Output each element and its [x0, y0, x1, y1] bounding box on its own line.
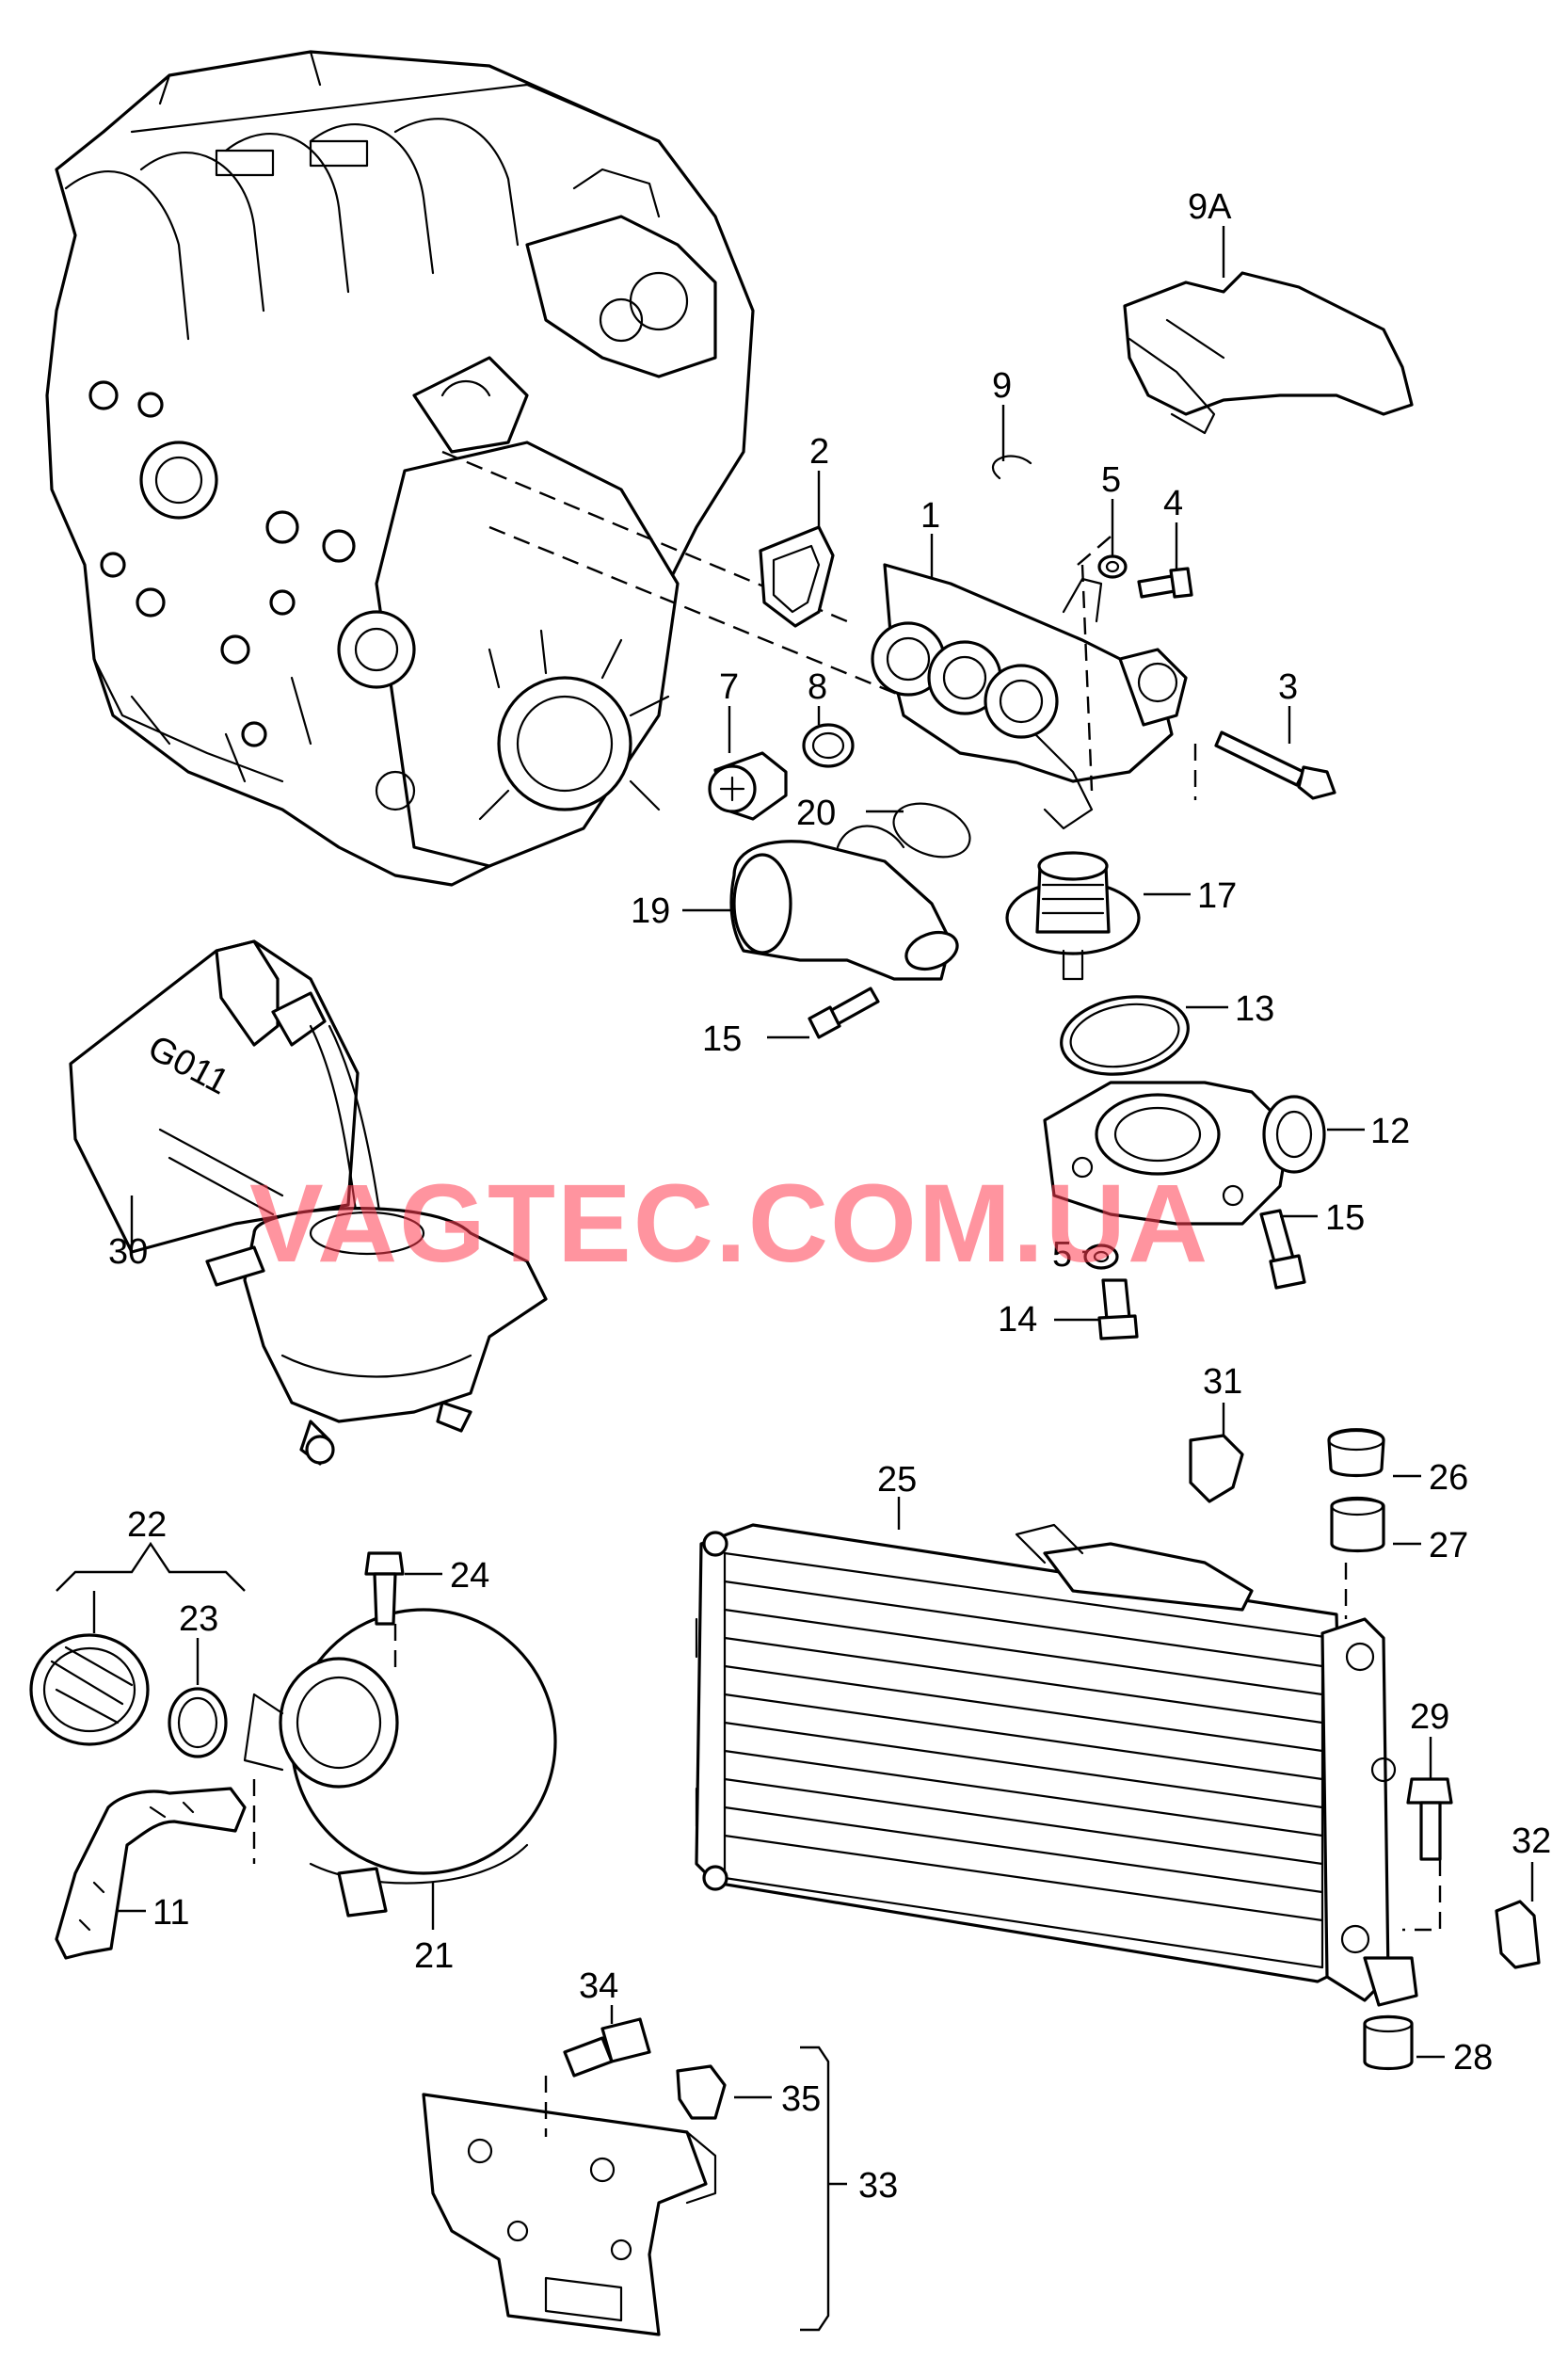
cover-9a: [1123, 271, 1414, 435]
callout-5a: 5: [1101, 460, 1121, 500]
bolt-14: [1097, 1278, 1139, 1340]
callout-32: 32: [1512, 1821, 1551, 1861]
leader-lines: [56, 226, 1534, 2332]
callout-11: 11: [152, 1893, 189, 1933]
thermostat-17: [1005, 851, 1141, 981]
callout-14: 14: [998, 1300, 1037, 1340]
callout-12: 12: [1370, 1112, 1410, 1151]
callout-26: 26: [1429, 1458, 1468, 1498]
callout-33: 33: [858, 2166, 898, 2206]
callout-28: 28: [1453, 2038, 1493, 2078]
bolt-4: [1137, 567, 1193, 599]
washer-5-lower: [1083, 1244, 1119, 1270]
callout-25: 25: [877, 1460, 917, 1500]
plug-7: [708, 751, 788, 821]
callout-labels: 1 2 3 4 5 5 7 8 9 9A 11 12 13 14 15 15 1…: [108, 187, 1551, 2206]
coolant-canister-30: G011: [69, 939, 383, 1254]
bolt-34: [563, 2017, 651, 2078]
radiator-25: [695, 1523, 1418, 2007]
callout-15b: 15: [1325, 1198, 1365, 1238]
bushing-27: [1330, 1496, 1385, 1553]
clip-9: [991, 455, 1032, 480]
washer-5-upper: [1097, 554, 1128, 579]
coolant-flange: [871, 536, 1197, 830]
bolt-29: [1406, 1777, 1453, 1861]
bolt-15-right: [1259, 1209, 1306, 1290]
callout-13: 13: [1235, 989, 1274, 1029]
callout-24: 24: [450, 1556, 489, 1596]
bracket-33: [422, 2093, 717, 2336]
callout-27: 27: [1429, 1526, 1468, 1565]
callout-9: 9: [992, 366, 1012, 406]
bolt-24: [364, 1551, 405, 1626]
o-ring-8: [802, 723, 855, 768]
connector-19: [729, 825, 959, 981]
callout-19: 19: [631, 891, 670, 931]
reservoir-21: [243, 1608, 557, 1918]
bolt-15-left: [808, 987, 880, 1039]
callout-9a: 9A: [1188, 187, 1232, 227]
bushing-26: [1327, 1428, 1385, 1478]
callout-23: 23: [179, 1599, 218, 1639]
engine-block: [45, 50, 904, 887]
callout-8: 8: [808, 667, 827, 707]
callout-20: 20: [796, 794, 836, 833]
callout-21: 21: [414, 1936, 454, 1976]
seal-23: [168, 1687, 228, 1758]
hose-11: [55, 1787, 247, 1960]
clip-nut-35: [676, 2064, 727, 2120]
o-ring-13: [1060, 995, 1190, 1076]
housing-12: [1043, 1081, 1326, 1226]
callout-2: 2: [809, 432, 829, 472]
callout-15a: 15: [702, 1019, 742, 1059]
callout-34: 34: [579, 1966, 618, 2006]
bolt-3: [1214, 730, 1336, 800]
callout-7: 7: [719, 667, 739, 707]
callout-4: 4: [1163, 484, 1183, 523]
callout-31: 31: [1203, 1362, 1242, 1402]
watermark: VAGTEC.COM.UA: [249, 1162, 1209, 1286]
cap-22: [29, 1633, 150, 1746]
callout-29: 29: [1410, 1697, 1449, 1737]
callout-30: 30: [108, 1232, 148, 1272]
callout-1: 1: [920, 496, 940, 536]
callout-3: 3: [1278, 667, 1298, 707]
callout-35: 35: [781, 2079, 821, 2119]
o-ring-20: [892, 802, 971, 859]
callout-22: 22: [127, 1505, 167, 1545]
callout-17: 17: [1197, 876, 1237, 916]
clip-32: [1495, 1900, 1541, 1969]
callout-5b: 5: [1052, 1235, 1072, 1275]
expansion-tank-upper: [205, 1207, 548, 1466]
bushing-28: [1363, 2014, 1414, 2071]
clip-31: [1189, 1434, 1244, 1503]
